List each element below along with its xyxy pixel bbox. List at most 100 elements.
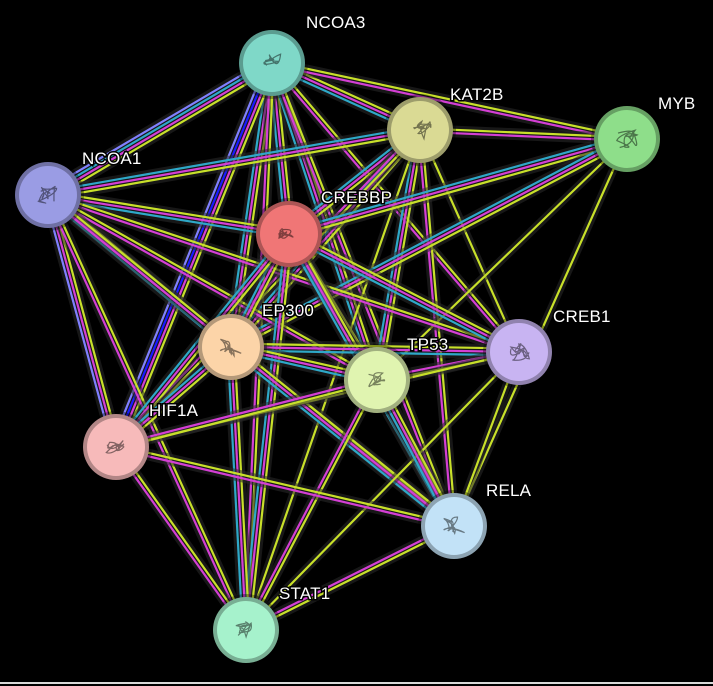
edge-strand-textmining [233,346,251,630]
node-creb1[interactable]: CREB1 [483,306,612,388]
edge-strand-experiments [230,138,628,348]
edge-tp53-hif1a[interactable] [114,374,379,453]
edge-tp53-stat1[interactable] [240,377,383,633]
node-crebbp[interactable]: CREBBP [253,187,393,270]
protein-structure-icon [263,53,282,66]
protein-structure-icon [616,129,639,149]
edge-strand-experiments [288,233,520,353]
node-hif1a[interactable]: HIF1A [80,400,200,483]
edge-myb-ep300[interactable] [227,132,631,354]
bottom-divider [0,682,713,684]
node-label-kat2b: KAT2B [450,85,504,104]
protein-structure-icon [36,185,58,204]
node-ep300[interactable]: EP300 [195,300,315,383]
edge-strand-databases [286,236,518,357]
edge-strand-textmining [290,229,522,350]
edge-strand-experiments [115,447,454,529]
edge-strand-textmining [376,138,628,381]
edge-strand-homology [43,195,114,449]
edge-rela-stat1[interactable] [243,520,457,636]
protein-trace [509,342,531,361]
edge-strand-textmining [48,132,421,200]
edge-ncoa1-hif1a[interactable] [40,193,124,449]
edge-strand-experiments [229,346,248,631]
node-label-tp53: TP53 [407,335,448,354]
edge-creb1-stat1[interactable] [243,349,522,633]
edge-strand-textmining [246,526,456,633]
edge-strand-experiments [419,130,627,142]
protein-structure-icon [105,440,125,454]
edge-kat2b-myb[interactable] [419,124,628,145]
node-label-ncoa3: NCOA3 [306,13,366,32]
protein-structure-icon [413,119,432,141]
node-layer: NCOA3 KAT2B MYB NCOA1 CREBBP EP300 [12,12,697,666]
edge-strand-experiments [271,63,627,142]
node-myb[interactable]: MYB [591,93,697,175]
protein-structure-icon [509,342,531,361]
node-stat1[interactable]: STAT1 [210,583,332,666]
edge-hif1a-rela[interactable] [114,441,456,532]
protein-trace [278,228,294,240]
edge-ep300-stat1[interactable] [223,346,254,631]
edge-strand-experiments [48,63,274,198]
edge-strand-textmining [231,342,520,350]
protein-structure-icon [368,372,386,388]
edge-kat2b-ncoa1[interactable] [46,122,422,203]
node-label-rela: RELA [486,481,532,500]
node-tp53[interactable]: TP53 [341,334,450,416]
node-ncoa1[interactable]: NCOA1 [12,148,143,231]
edge-strand-experiments [244,233,291,631]
protein-trace [235,621,252,639]
edge-strand-databases [287,134,627,232]
edge-strand-experiments [46,194,118,448]
edge-kat2b-creb1[interactable] [416,128,523,354]
edge-shadow [43,54,277,204]
edge-shadow [114,441,456,532]
edge-strand-textmining [244,129,422,631]
node-kat2b[interactable]: KAT2B [384,84,505,166]
edge-shadow [270,57,629,145]
edge-strand-experiments [47,128,421,197]
edge-shadow [419,124,628,145]
edge-shadow [243,520,457,636]
protein-trace [219,338,242,358]
edge-ncoa3-ncoa1[interactable] [43,54,277,204]
edge-strand-databases [46,60,272,195]
edge-ncoa3-myb[interactable] [270,57,629,145]
edge-strand-textmining [248,234,294,631]
edge-strand-experiments [115,377,377,447]
edge-crebbp-creb1[interactable] [285,227,523,359]
protein-structure-icon [219,338,242,358]
node-label-ep300: EP300 [262,301,314,320]
edge-strand-experiments [288,137,628,236]
protein-trace [36,185,58,204]
edge-strand-textmining [116,445,249,630]
protein-trace [105,440,125,454]
protein-structure-icon [278,228,294,240]
edge-myb-tp53[interactable] [374,135,630,384]
edge-ncoa3-hif1a[interactable] [107,59,281,451]
edge-strand-textmining [116,380,378,450]
edge-strand-textmining [289,141,629,239]
edge-strand-coexpression [113,61,272,447]
edge-shadow [240,377,383,633]
protein-trace [263,53,282,66]
edge-shadow [114,374,379,453]
edge-strand-experiments [116,63,275,449]
edge-strand-textmining [420,127,628,139]
edge-strand-experiments [113,447,246,632]
edge-myb-crebbp[interactable] [286,131,630,242]
protein-trace [443,516,465,536]
node-label-creb1: CREB1 [553,307,611,326]
edge-strand-textmining [232,141,630,351]
edge-kat2b-stat1[interactable] [242,128,424,632]
edge-strand-textmining [272,60,628,139]
node-rela[interactable]: RELA [418,480,533,562]
node-ncoa3[interactable]: NCOA3 [236,12,367,99]
edge-strand-experiments [244,523,454,630]
edge-hif1a-stat1[interactable] [111,443,251,634]
edge-strand-experiments [243,378,377,630]
protein-structure-icon [235,621,252,639]
edge-strand-textmining [245,351,520,631]
node-label-stat1: STAT1 [279,584,330,603]
